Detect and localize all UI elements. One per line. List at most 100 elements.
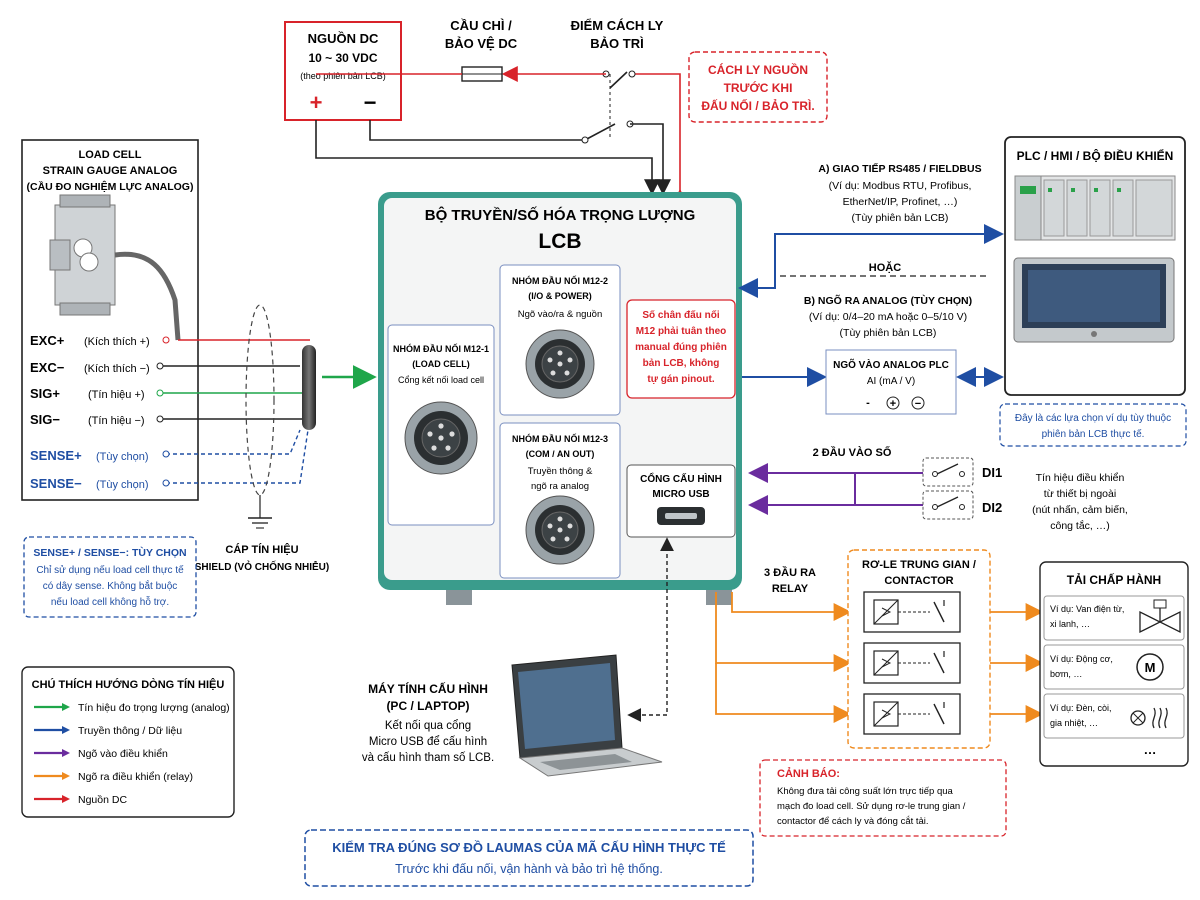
usb-line1: CỔNG CẤU HÌNH (640, 472, 722, 485)
isolation-label-2: BẢO TRÌ (590, 36, 643, 51)
group1-line3: Cổng kết nối load cell (398, 375, 484, 385)
signal-exc-minus-desc: (Kích thích −) (84, 363, 150, 375)
actuator-3-line1: Ví dụ: Đèn, còi, (1050, 703, 1112, 713)
load-cell-wires (156, 304, 377, 529)
relay-contact-icon (933, 601, 945, 623)
analog-out-line2: (Ví dụ: 0/4–20 mA hoặc 0–5/10 V) (809, 311, 967, 323)
connector-group-3: NHÓM ĐẦU NỐI M12-3 (COM / AN OUT) Truyền… (499, 422, 621, 579)
load-cell-signals: EXC+ (Kích thích +) EXC− (Kích thích −) … (30, 333, 150, 491)
connector-group-1: NHÓM ĐẦU NỐI M12-1 (LOAD CELL) Cổng kết … (387, 324, 495, 526)
signal-exc-plus: EXC+ (30, 333, 65, 348)
sense-note-box: SENSE+ / SENSE−: TÙY CHỌN Chỉ sử dụng nế… (23, 536, 197, 618)
legend-arrowhead (62, 795, 70, 803)
di-note-4: công tắc, …) (1050, 519, 1110, 532)
laptop-line3: Kết nối qua cổng (385, 720, 471, 732)
dc-source-note: (theo phiên bản LCB) (300, 71, 386, 81)
load-cell-title-3: (CẦU ĐO NGHIỆM LỰC ANALOG) (27, 180, 194, 193)
pinout-note: Số chân đấu nối M12 phải tuân theo manua… (626, 299, 736, 399)
pin-note-5: tự gán pinout. (647, 374, 714, 385)
rs485-line2: (Ví dụ: Modbus RTU, Profibus, (829, 180, 972, 192)
group2-line2: (I/O & POWER) (528, 291, 592, 301)
di1-label: DI1 (982, 465, 1002, 480)
pin-note-1: Số chân đấu nối (642, 309, 719, 321)
pin-note-2: M12 phải tuân theo (636, 326, 727, 337)
pin-note-4: bản LCB, không (643, 358, 720, 369)
di2-label: DI2 (982, 500, 1002, 515)
sense-note-2: có dây sense. Không bắt buộc (43, 579, 178, 592)
dc-source-title: NGUỒN DC (308, 31, 379, 46)
footer-line2: Trước khi đấu nối, vận hành và bảo trì h… (395, 862, 663, 876)
plc-title: PLC / HMI / BỘ ĐIỀU KHIỂN (1017, 148, 1174, 163)
m12-connector-2[interactable] (525, 329, 595, 399)
footer-line1: KIỂM TRA ĐÚNG SƠ ĐỒ LAUMAS CỦA MÃ CẤU HÌ… (332, 840, 726, 855)
di-note-3: (nút nhấn, cảm biến, (1032, 504, 1128, 516)
di-note-1: Tín hiệu điều khiển (1036, 472, 1125, 484)
actuators-title: TẢI CHẤP HÀNH (1067, 572, 1161, 587)
sense-note-1: Chỉ sử dụng nếu load cell thực tế (36, 564, 184, 576)
signal-sense-minus: SENSE− (30, 476, 82, 491)
or-label: HOẶC (869, 261, 901, 274)
device-title: BỘ TRUYỀN/SỐ HÓA TRỌNG LƯỢNG (425, 206, 696, 224)
isolation-warning-1: CÁCH LY NGUỒN (708, 62, 808, 77)
laptop: MÁY TÍNH CẤU HÌNH (PC / LAPTOP) Kết nối … (362, 537, 674, 777)
contactor-line1: RƠ-LE TRUNG GIAN / (862, 559, 976, 571)
signal-sig-minus-desc: (Tín hiệu −) (88, 415, 145, 427)
group3-line4: ngõ ra analog (531, 481, 589, 492)
analog-out-line3: (Tùy phiên bản LCB) (840, 327, 937, 339)
warning-box: CẢNH BÁO: Không đưa tải công suất lớn tr… (759, 759, 1007, 837)
signal-sig-minus: SIG− (30, 412, 60, 427)
solenoid-valve-icon (1139, 599, 1181, 634)
legend-label: Ngõ ra điều khiển (relay) (78, 771, 193, 783)
signal-sig-plus: SIG+ (30, 386, 60, 401)
isolation-label-1: ĐIỂM CÁCH LY (571, 18, 664, 33)
legend-arrowhead (62, 749, 70, 757)
isolation-warning-2: TRƯỚC KHI (724, 80, 793, 95)
signal-sense-minus-desc: (Tùy chọn) (96, 479, 149, 491)
rs485-line4: (Tùy phiên bản LCB) (852, 212, 949, 224)
laptop-icon (511, 654, 663, 777)
digital-inputs-title: 2 ĐẦU VÀO SỐ (813, 445, 892, 459)
group1-line2: (LOAD CELL) (412, 359, 470, 369)
legend-label: Truyền thông / Dữ liệu (78, 725, 182, 737)
legend-item: Ngõ ra điều khiển (relay) (34, 771, 193, 783)
signal-exc-minus: EXC− (30, 360, 65, 375)
load-cell-panel: LOAD CELL STRAIN GAUGE ANALOG (CẦU ĐO NG… (21, 139, 199, 501)
group3-line3: Truyền thông & (528, 466, 593, 477)
cable-label-2: SHIELD (VỎ CHỐNG NHIỄU) (195, 559, 329, 573)
relay-outputs-2: RELAY (772, 583, 809, 595)
m12-connector-1[interactable] (404, 401, 478, 475)
analog-in-line2: AI (mA / V) (867, 376, 915, 387)
actuator-3-line2: gia nhiệt, … (1050, 718, 1098, 728)
isolation-warning-box: CÁCH LY NGUỒN TRƯỚC KHI ĐẤU NỐI / BẢO TR… (688, 51, 828, 123)
legend: CHÚ THÍCH HƯỚNG DÒNG TÍN HIỆU Tín hiệu đ… (21, 666, 235, 818)
actuators-panel: TẢI CHẤP HÀNH Ví dụ: Van điện từ, xi lan… (1039, 561, 1189, 767)
device-model: LCB (538, 230, 581, 253)
m12-connector-3[interactable] (525, 495, 595, 565)
load-cell-title-1: LOAD CELL (79, 149, 142, 161)
motor-icon: M (1136, 653, 1164, 681)
actuator-1-line2: xi lanh, … (1050, 619, 1090, 629)
legend-item: Ngõ vào điều khiển (34, 748, 168, 760)
group2-line1: NHÓM ĐẦU NỐI M12-2 (512, 275, 608, 286)
usb-line2: MICRO USB (652, 489, 709, 500)
legend-label: Ngõ vào điều khiển (78, 748, 168, 760)
group3-line2: (COM / AN OUT) (526, 449, 595, 459)
analog-in-minus: - (866, 397, 870, 409)
signal-exc-plus-desc: (Kích thích +) (84, 336, 150, 348)
sense-note-title: SENSE+ / SENSE−: TÙY CHỌN (33, 546, 186, 559)
relay-contact-icon (933, 703, 945, 725)
sense-note-3: nếu load cell không hỗ trợ. (51, 595, 169, 608)
heater-icon (1152, 707, 1168, 729)
fuse-label-1: CẦU CHÌ / (450, 18, 512, 33)
plc-panel: PLC / HMI / BỘ ĐIỀU KHIỂN (1004, 136, 1186, 396)
contactor-panel: RƠ-LE TRUNG GIAN / CONTACTOR (847, 549, 991, 749)
dc-minus-symbol: − (364, 90, 377, 115)
analog-input-plc-box: NGÕ VÀO ANALOG PLC AI (mA / V) - + − (825, 349, 957, 415)
relay-output-wires (715, 592, 1044, 723)
load-cell-illustration (49, 194, 181, 341)
load-cell-title-2: STRAIN GAUGE ANALOG (43, 165, 178, 177)
legend-item: Tín hiệu đo trọng lượng (analog) (34, 702, 230, 714)
cable-label-1: CÁP TÍN HIỆU (225, 543, 298, 556)
legend-label: Tín hiệu đo trọng lượng (analog) (78, 702, 230, 714)
relay-module (863, 591, 961, 633)
